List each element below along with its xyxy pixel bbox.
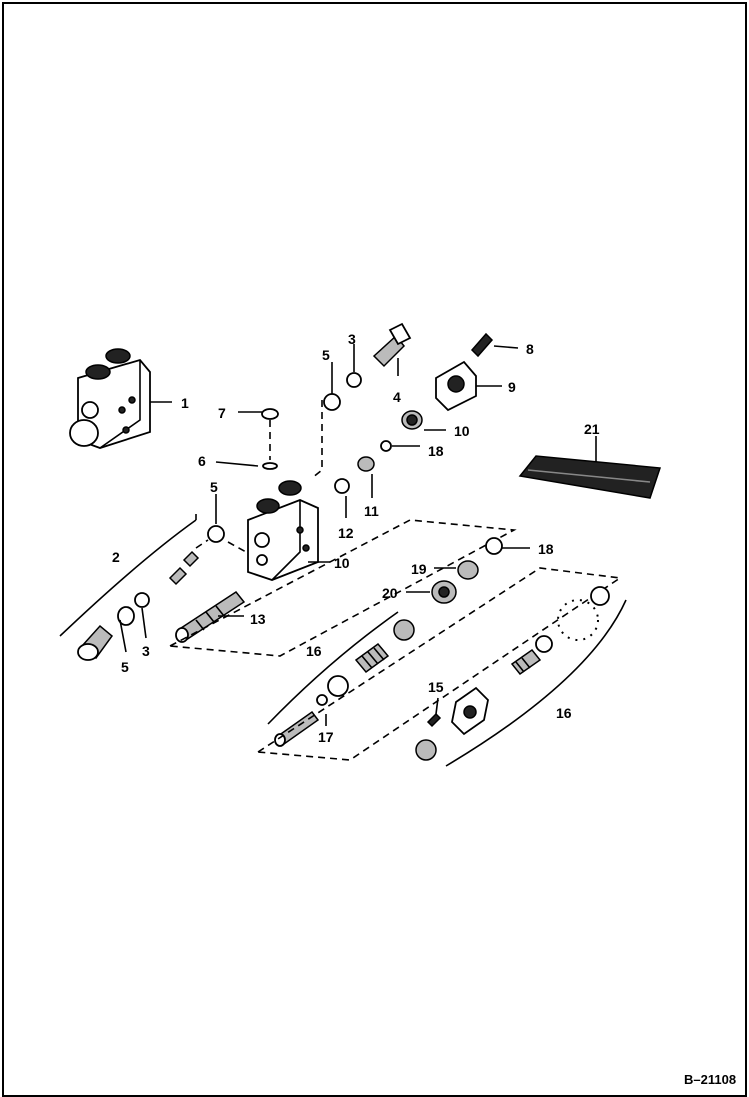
pin-part [168, 566, 188, 586]
callout-9: 9 [508, 379, 516, 395]
callout-8: 8 [526, 341, 534, 357]
o-ring-part-3-top [346, 372, 362, 388]
ring-part-18-mid [485, 537, 503, 555]
sleeve-part-10-top [401, 410, 423, 430]
o-ring-part-5-left [117, 606, 135, 626]
callout-5-bottom: 5 [121, 659, 129, 675]
callout-11: 11 [364, 503, 379, 519]
callout-6: 6 [198, 453, 206, 469]
fitting-part-4 [372, 322, 412, 368]
callout-17: 17 [318, 729, 334, 745]
callout-3-top: 3 [348, 331, 356, 347]
callout-16-right: 16 [556, 705, 572, 721]
part-11 [357, 456, 375, 472]
o-ring-dotted-circle [557, 599, 599, 641]
callout-1: 1 [181, 395, 189, 411]
callout-4: 4 [393, 389, 401, 405]
o-ring-part-3-left [134, 592, 150, 608]
drawing-reference: B–21108 [684, 1072, 736, 1087]
part-19 [457, 560, 479, 580]
spring-group-part-16 [274, 619, 415, 747]
callout-18-top: 18 [428, 443, 444, 459]
callout-5-mid: 5 [210, 479, 218, 495]
callout-3-left: 3 [142, 643, 150, 659]
callout-10-top: 10 [454, 423, 470, 439]
valve-housing-part [247, 480, 319, 581]
spool-part-13 [175, 590, 246, 643]
o-ring-part-5-top [323, 393, 341, 411]
ring-part-7 [261, 408, 279, 420]
callout-19: 19 [411, 561, 427, 577]
callout-18-mid: 18 [538, 541, 554, 557]
callout-2: 2 [112, 549, 120, 565]
callout-13: 13 [250, 611, 266, 627]
ring-part-12 [334, 478, 350, 494]
decal-part-21 [518, 455, 662, 499]
ring-part-6 [262, 462, 278, 470]
cap-group-part-16 [415, 586, 610, 761]
callout-16-mid: 16 [306, 643, 322, 659]
callout-15: 15 [428, 679, 444, 695]
cover-part-9 [435, 360, 477, 412]
o-ring-part-5-mid [207, 525, 225, 543]
callout-12: 12 [338, 525, 354, 541]
callout-20: 20 [382, 585, 398, 601]
callout-5-top: 5 [322, 347, 330, 363]
callout-10-housing: 10 [334, 555, 350, 571]
ring-part-18-top [380, 440, 392, 452]
valve-assembly-part [69, 348, 151, 449]
callout-7: 7 [218, 405, 226, 421]
bolt-part-8 [470, 332, 494, 358]
plug-part-2 [77, 624, 114, 661]
callout-21: 21 [584, 421, 600, 437]
